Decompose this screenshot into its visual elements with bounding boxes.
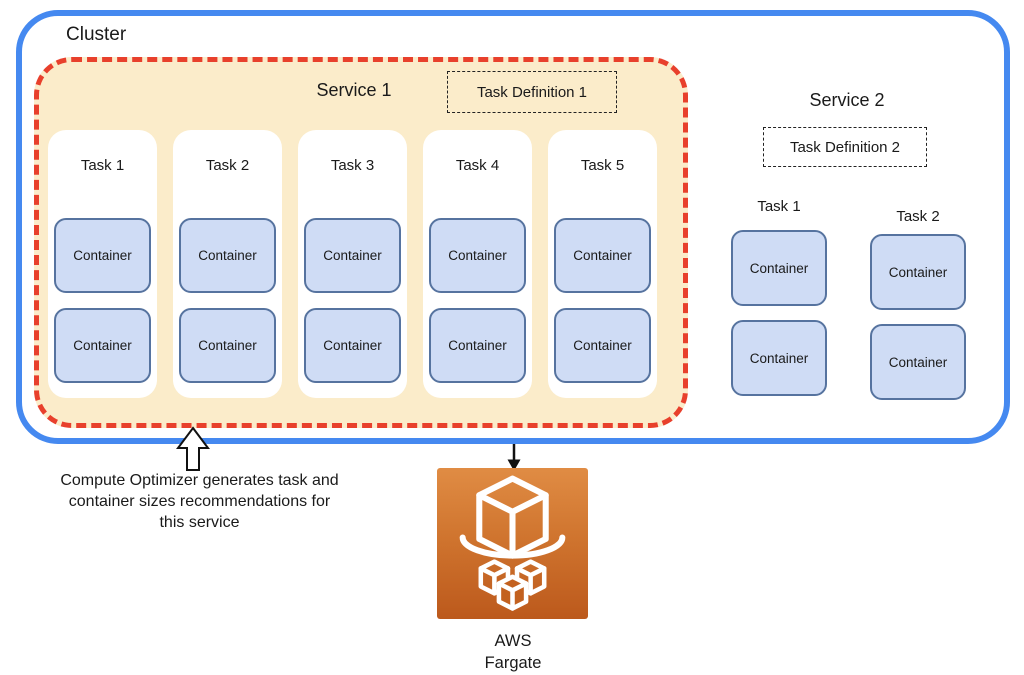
container-box: Container <box>870 324 966 400</box>
down-arrow-icon <box>507 444 521 471</box>
service-2-title: Service 2 <box>809 90 885 110</box>
container-box: Container <box>731 230 827 306</box>
container-box: Container <box>554 308 651 383</box>
task-label: Task 2 <box>205 157 250 174</box>
task-label: Task 3 <box>330 157 375 174</box>
task-definition-1-box: Task Definition 1 <box>447 71 617 113</box>
service-1-title: Service 1 <box>316 80 392 100</box>
fargate-label-line: AWS <box>494 632 532 650</box>
service1-task-3: Task 3 Container Container <box>298 130 407 398</box>
fargate-label-line: Fargate <box>484 654 542 672</box>
annotation-line: container sizes recommendations for <box>68 493 331 510</box>
container-box: Container <box>870 234 966 310</box>
service2-task-2: Task 2 Container Container <box>858 192 978 408</box>
container-box: Container <box>54 308 151 383</box>
task-label: Task 1 <box>757 198 801 215</box>
annotation-line: this service <box>159 514 240 531</box>
container-box: Container <box>304 308 401 383</box>
compute-optimizer-annotation: Compute Optimizer generates task and con… <box>27 470 372 533</box>
service1-task-5: Task 5 Container Container <box>548 130 657 398</box>
container-box: Container <box>179 308 276 383</box>
container-box: Container <box>429 308 526 383</box>
container-box: Container <box>731 320 827 396</box>
service1-task-1: Task 1 Container Container <box>48 130 157 398</box>
annotation-line: Compute Optimizer generates task and <box>60 472 339 489</box>
task-definition-2-box: Task Definition 2 <box>763 127 927 167</box>
container-box: Container <box>179 218 276 293</box>
task-label: Task 5 <box>580 157 625 174</box>
task-definition-2-label: Task Definition 2 <box>789 138 901 156</box>
fargate-label: AWS Fargate <box>438 630 588 674</box>
container-box: Container <box>554 218 651 293</box>
up-arrow-icon <box>176 426 210 471</box>
service1-task-4: Task 4 Container Container <box>423 130 532 398</box>
service1-task-2: Task 2 Container Container <box>173 130 282 398</box>
task-label: Task 1 <box>80 157 125 174</box>
container-box: Container <box>304 218 401 293</box>
container-box: Container <box>429 218 526 293</box>
container-box: Container <box>54 218 151 293</box>
aws-fargate-icon <box>437 468 588 619</box>
task-label: Task 2 <box>896 208 940 225</box>
service2-task-1: Task 1 Container Container <box>719 188 839 404</box>
cluster-label: Cluster <box>66 24 127 45</box>
task-definition-1-label: Task Definition 1 <box>476 83 588 101</box>
task-label: Task 4 <box>455 157 500 174</box>
